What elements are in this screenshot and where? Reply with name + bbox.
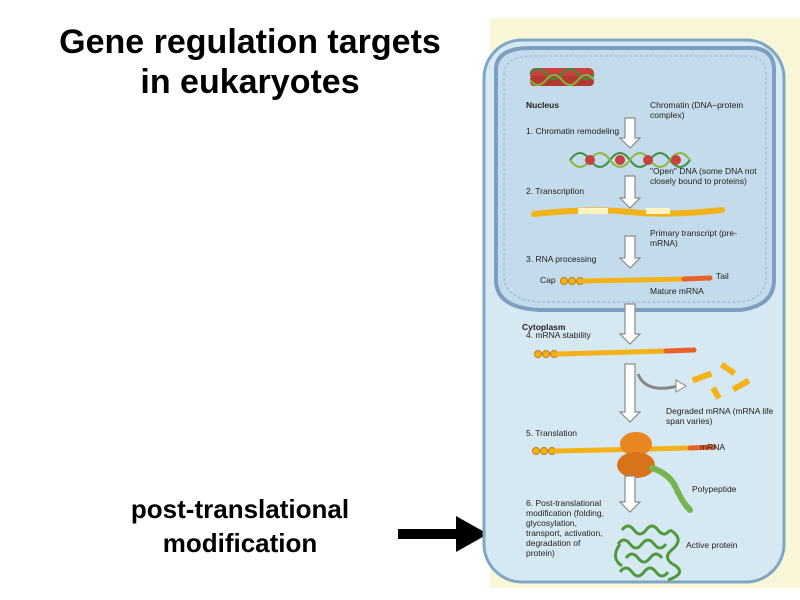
polypeptide-icon [649,465,693,513]
diagram-graphics [482,18,800,588]
active-protein-label: Active protein [686,540,738,550]
nucleus-label: Nucleus [526,100,560,110]
mature-mrna-icon [560,275,713,285]
step-5-label: 5. Translation [526,428,578,438]
ribosome-icon [620,432,652,456]
arrow-icon [398,516,488,552]
degradation-arrow-icon [636,373,679,390]
chromatin-icon [529,68,595,86]
annotation-line-1: post-translational [130,494,350,524]
step-2-label: 2. Transcription [526,186,585,196]
cap-label: Cap [540,275,556,285]
primary-transcript-label: Primary transcript (pre-mRNA) [650,228,737,248]
flow-arrow-icon [618,303,642,345]
mrna-label: mRNA [700,442,726,452]
active-protein-icon [614,524,682,582]
title-line-1: Gene regulation targets [59,23,441,61]
slide-title: Gene regulation targets in eukaryotes [0,22,500,102]
mature-mrna-label: Mature mRNA [650,286,704,296]
annotation-text: post-translational modification [60,492,420,560]
open-dna-icon [569,152,691,168]
step-3-label: 3. RNA processing [526,254,597,264]
step-6-label: 6. Post-translational modification (fold… [526,498,604,558]
primary-transcript-icon [531,207,725,217]
flow-arrow-icon [618,175,642,209]
flow-arrow-icon [618,235,642,269]
mrna-stable-icon [534,347,697,358]
annotation-line-2: modification [162,528,318,558]
cytoplasm-label: Cytoplasm [522,322,566,332]
gene-regulation-diagram: Nucleus Cytoplasm 1. Chromatin remodelin… [470,18,800,588]
step-4-label: 4. mRNA stability [526,330,591,340]
degraded-mrna-icon [691,361,751,400]
polypeptide-label: Polypeptide [692,484,737,494]
step-1-label: 1. Chromatin remodeling [526,126,620,136]
degraded-mrna-label: Degraded mRNA (mRNA life span varies) [666,406,774,426]
degradation-arrowhead-icon [675,379,687,393]
tail-label: Tail [716,271,729,281]
open-dna-label: "Open" DNA (some DNA not closely bound t… [650,166,757,186]
title-line-2: in eukaryotes [140,63,360,101]
flow-arrow-icon [618,475,642,513]
translation-icon [532,432,717,513]
chromatin-label: Chromatin (DNA–protein complex) [650,100,744,120]
flow-arrow-icon [618,363,642,423]
flow-arrow-icon [618,117,642,149]
